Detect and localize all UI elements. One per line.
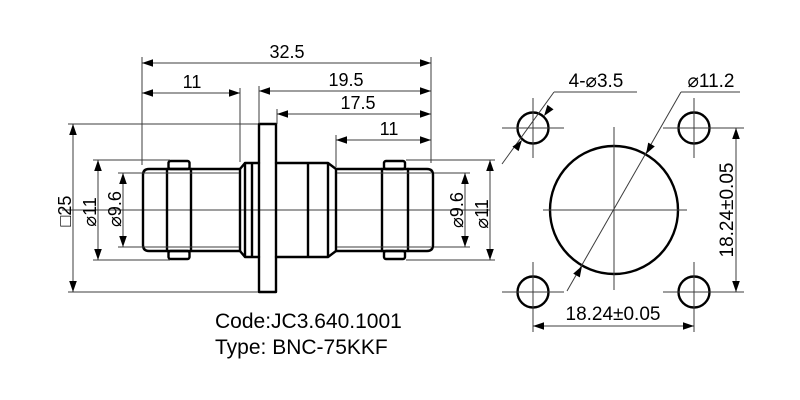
dimension-front-of-flange-length: 17.5 [276, 93, 431, 124]
dimension-flange-square: □25 [55, 123, 258, 293]
dim-left-body-length: 11 [183, 72, 202, 92]
dimension-hole-spacing-horizontal: 18.24±0.05 [533, 304, 694, 330]
dim-left-inner-dia: ⌀9.6 [105, 191, 125, 227]
dimension-right-body-length: 11 [335, 119, 431, 167]
part-type-label: Type: BNC-75KKF [215, 336, 388, 359]
dim-behind-flange-length: 19.5 [328, 70, 363, 90]
dim-center-hole-dia: ⌀11.2 [687, 71, 734, 92]
dimension-left-inner-dia: ⌀9.6 [105, 172, 145, 248]
dimension-hole-spacing-vertical: 18.24±0.05 [717, 128, 740, 292]
dim-mounting-holes: 4-⌀3.5 [569, 71, 624, 92]
flange [257, 122, 278, 294]
part-identification: Code:JC3.640.1001 Type: BNC-75KKF [215, 310, 402, 359]
part-code-label: Code:JC3.640.1001 [215, 310, 402, 333]
dimension-right-outer-dia: ⌀11 [406, 159, 495, 261]
dimension-left-outer-dia: ⌀11 [80, 159, 170, 261]
side-view: 32.5 11 19.5 17.5 11 [55, 42, 495, 294]
dim-right-inner-dia: ⌀9.6 [447, 192, 467, 228]
front-view: 4-⌀3.5 ⌀11.2 18.24±0.05 18.24±0.05 [501, 71, 744, 332]
leader-mounting-holes: 4-⌀3.5 [501, 71, 637, 165]
bayonet-lug [167, 249, 191, 261]
dim-left-outer-dia: ⌀11 [80, 197, 100, 227]
left-connector-body [141, 159, 261, 261]
dim-flange-square: □25 [55, 196, 75, 227]
dimension-right-inner-dia: ⌀9.6 [434, 172, 470, 248]
dim-hole-spacing-vertical: 18.24±0.05 [717, 163, 738, 258]
dim-front-of-flange-length: 17.5 [340, 93, 375, 113]
leader-center-hole: ⌀11.2 [566, 71, 740, 292]
bayonet-lug [382, 249, 407, 261]
dimension-overall-length: 32.5 [141, 42, 432, 165]
dimension-left-body-length: 11 [142, 72, 241, 162]
dimension-behind-flange-length: 19.5 [258, 70, 431, 124]
dim-hole-spacing-horizontal: 18.24±0.05 [566, 304, 661, 325]
bayonet-lug [167, 159, 191, 171]
right-connector-body [274, 159, 435, 261]
dim-right-body-length: 11 [380, 119, 399, 139]
dim-right-outer-dia: ⌀11 [472, 199, 492, 229]
bayonet-lug [382, 159, 407, 171]
mounting-holes [502, 98, 744, 332]
dim-overall-length: 32.5 [269, 42, 304, 62]
